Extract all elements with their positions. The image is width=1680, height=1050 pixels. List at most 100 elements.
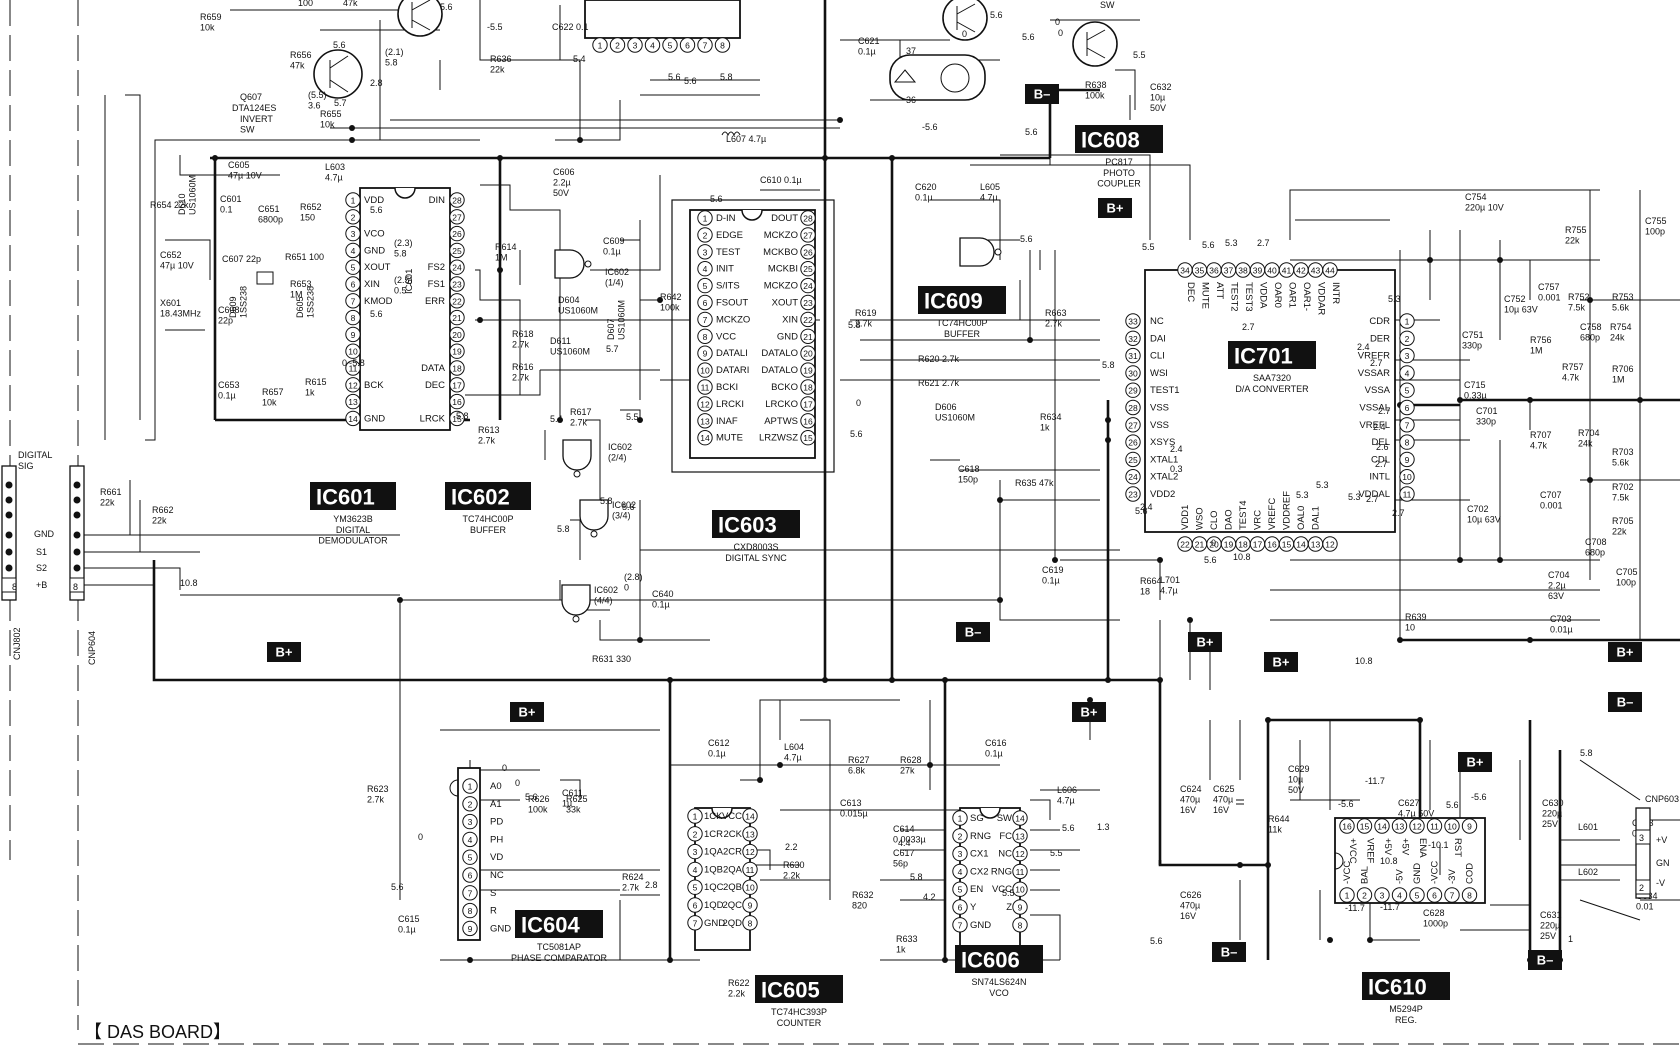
top-chip-pin-2 (609, 37, 626, 53)
ic601-right-pin-15 (449, 410, 465, 427)
ic601-left-pin-14 (345, 410, 361, 427)
resistor-label-line: 24k (1610, 333, 1625, 343)
ic601-left-name: BCK (364, 380, 384, 391)
ic603-right-name: DOUT (771, 213, 798, 224)
ic701-top-pin-num: 37 (1224, 266, 1234, 276)
ic605-right-pin-12 (742, 843, 758, 860)
ic606-right-pin-9 (1012, 899, 1028, 915)
ic701-right-name: VDDAL (1358, 489, 1390, 500)
resistor-label-line: 7.5k (1568, 303, 1586, 313)
q607-body (313, 49, 363, 99)
ic701-right-pin-7 (1399, 417, 1415, 433)
ic606-right-pin-num: 13 (1015, 831, 1025, 841)
ic701-right-name: VREFR (1358, 351, 1390, 362)
ic606-part: SN74LS624N (971, 977, 1026, 987)
voltage-reading-line: (2.3) (394, 238, 413, 248)
ic701-left-pin-num: 24 (1128, 472, 1138, 482)
ic606-right-pin-14 (1012, 810, 1028, 826)
resistor-label-line: R613 (478, 425, 500, 435)
ic604-pin-7 (462, 885, 478, 901)
q-sw-body (1072, 21, 1118, 67)
b-minus-tag (1212, 942, 1246, 962)
ic605-right-name: 2QD (722, 918, 742, 929)
resistor-label-line: 100k (660, 303, 680, 313)
capacitor-label-line: C613 (840, 798, 862, 808)
capacitor-label-line: C611 (562, 788, 583, 798)
ic603-right-pin-num: 22 (803, 315, 813, 325)
ic610-bottom-pin-num: 5 (1415, 891, 1420, 901)
gate-ic609 (959, 237, 995, 267)
ic606-name: IC606 (961, 948, 1020, 973)
ic603-right-pin-num: 19 (803, 366, 813, 376)
capacitor-label-line: C624 (1180, 784, 1202, 794)
resistor-label-line: R757 (1562, 362, 1584, 372)
resistor-label-line: 10k (320, 120, 335, 130)
q-ic608-driver (942, 0, 988, 41)
capacitor-label-line: 0.0033µ (893, 835, 926, 845)
top-chip-pin-5 (662, 37, 678, 53)
ic601-left-pin-num: 2 (351, 212, 356, 222)
resistor-label-line: 1k (305, 388, 315, 398)
ic603-right-pin-23 (800, 294, 816, 311)
ic701-desc: D/A CONVERTER (1235, 384, 1309, 394)
ic701-right-pin-num: 3 (1405, 351, 1410, 361)
ic605-left-pin-5 (687, 879, 703, 895)
resistor-label: R631 330 (592, 654, 631, 664)
ic601-left-name: GND (364, 245, 385, 256)
ic605-left-pin-num: 7 (693, 918, 698, 928)
voltage-reading: 2.6 (1376, 442, 1389, 452)
board-title: 【 DAS BOARD】 (84, 1022, 231, 1042)
capacitor-label-line: 470µ (1180, 901, 1200, 911)
ic701-tag-box (1228, 341, 1316, 369)
ic701-bottom-name: WSO (1195, 507, 1206, 530)
ic605-right-pin-num: 12 (745, 847, 755, 857)
ic609-name: IC609 (924, 289, 983, 314)
ic606-left-name: GND (970, 920, 991, 931)
ic601-left-pin-7 (345, 293, 361, 309)
top-chip-pin-num: 2 (615, 41, 620, 51)
ic603-right-pin-16 (800, 413, 816, 429)
voltage-reading-line: (2.8) (624, 572, 643, 582)
ic603-right-pin-num: 17 (803, 399, 813, 409)
capacitor-label-line: 220µ 10V (1465, 203, 1504, 213)
ic610-top-pin-13 (1391, 818, 1408, 834)
ic604-pin-6 (462, 867, 478, 883)
capacitor-label-line: 50V (1288, 785, 1304, 795)
ic608-desc-line: COUPLER (1097, 179, 1141, 189)
ic701-right-pin-num: 2 (1405, 334, 1410, 344)
voltage-reading: 2.4 (1170, 444, 1183, 454)
ic605-left-pin-2 (687, 826, 703, 842)
ic609-desc: BUFFER (944, 329, 981, 339)
ic601-right-pin-17 (449, 377, 465, 393)
ic701-right-pin-1 (1399, 313, 1415, 329)
ic604-pin-name: A1 (490, 799, 502, 810)
b-plus-tag (1188, 632, 1222, 652)
ic602-sub-label-line: IC602 (605, 267, 629, 277)
voltage-reading: 5.6 (333, 40, 346, 50)
ic610-top-name: +VCC (1347, 838, 1358, 864)
capacitor-label-line: C751 (1462, 330, 1484, 340)
voltage-reading: 5.4 (573, 54, 586, 64)
voltage-reading: 2.4 (1373, 422, 1386, 432)
ic604-part: TC5081AP (537, 942, 581, 952)
ic603-left-name: S/ITS (716, 281, 740, 292)
ic604-pin-5 (462, 849, 478, 865)
ic610-top-name: RST (1452, 838, 1463, 857)
b-minus-text: B– (1034, 87, 1051, 102)
resistor-label-line: 100k (1085, 91, 1105, 101)
ic701-top-name: OAR1- (1301, 282, 1312, 311)
resistor-label-line: 7.5k (1612, 493, 1630, 503)
capacitor-label-line: C619 (1042, 565, 1064, 575)
ic605-right-pin-num: 14 (745, 812, 755, 822)
ic701-right-name: CDR (1369, 316, 1390, 327)
